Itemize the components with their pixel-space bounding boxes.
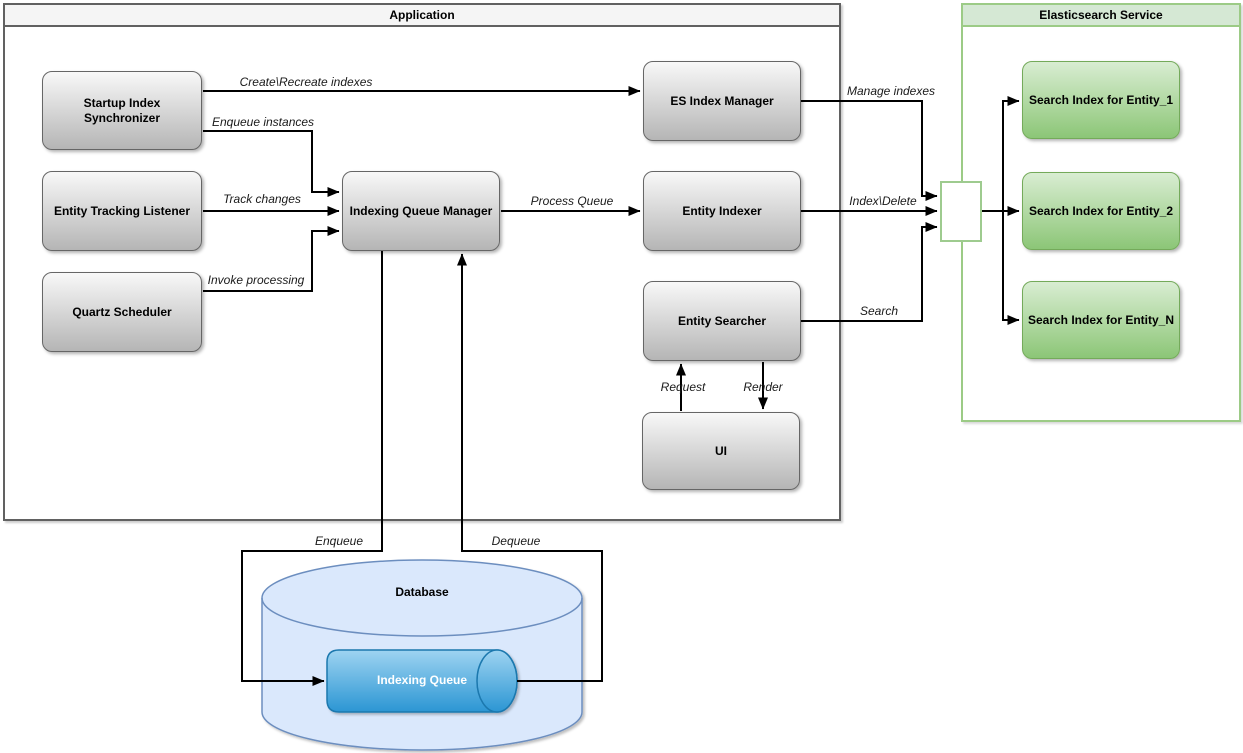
es-endpoint-junction[interactable] xyxy=(940,181,982,242)
edge-label-invoke-processing: Invoke processing xyxy=(207,273,305,287)
edge-label-search: Search xyxy=(859,304,899,318)
connector-junction-to-entity1 xyxy=(1002,96,1020,211)
connector-manage-indexes xyxy=(801,100,938,201)
connector-search xyxy=(801,222,938,322)
node-search-index-entity-1[interactable]: Search Index for Entity_1 xyxy=(1022,61,1180,139)
node-search-index-entity-2[interactable]: Search Index for Entity_2 xyxy=(1022,172,1180,250)
application-container-title: Application xyxy=(5,5,839,27)
edge-label-create-recreate-indexes: Create\Recreate indexes xyxy=(239,75,373,89)
edge-label-enqueue-instances: Enqueue instances xyxy=(211,115,315,129)
connector-dequeue xyxy=(457,253,603,682)
edge-label-dequeue: Dequeue xyxy=(491,534,541,548)
edge-label-request: Request xyxy=(660,380,706,394)
node-entity-searcher[interactable]: Entity Searcher xyxy=(643,281,801,361)
node-entity-indexer[interactable]: Entity Indexer xyxy=(643,171,801,251)
node-ui[interactable]: UI xyxy=(642,412,800,490)
node-startup-index-synchronizer[interactable]: Startup Index Synchronizer xyxy=(42,71,202,150)
connector-junction-to-entityn xyxy=(1002,211,1020,325)
connector-invoke-processing xyxy=(203,226,340,292)
edge-label-manage-indexes: Manage indexes xyxy=(846,84,936,98)
node-quartz-scheduler[interactable]: Quartz Scheduler xyxy=(42,272,202,352)
elasticsearch-service-container-title: Elasticsearch Service xyxy=(963,5,1239,27)
connector-enqueue xyxy=(241,251,383,686)
indexing-queue-label: Indexing Queue xyxy=(376,673,468,687)
edge-label-render: Render xyxy=(743,380,783,394)
database-label: Database xyxy=(395,585,449,599)
edge-label-enqueue: Enqueue xyxy=(314,534,364,548)
node-search-index-entity-n[interactable]: Search Index for Entity_N xyxy=(1022,281,1180,359)
edge-label-index-delete: Index\Delete xyxy=(849,194,917,208)
node-entity-tracking-listener[interactable]: Entity Tracking Listener xyxy=(42,171,202,251)
edge-label-process-queue: Process Queue xyxy=(530,194,614,208)
edge-label-track-changes: Track changes xyxy=(223,192,301,206)
node-indexing-queue-manager[interactable]: Indexing Queue Manager xyxy=(342,171,500,251)
node-es-index-manager[interactable]: ES Index Manager xyxy=(643,61,801,141)
connector-enqueue-instances xyxy=(203,130,340,197)
